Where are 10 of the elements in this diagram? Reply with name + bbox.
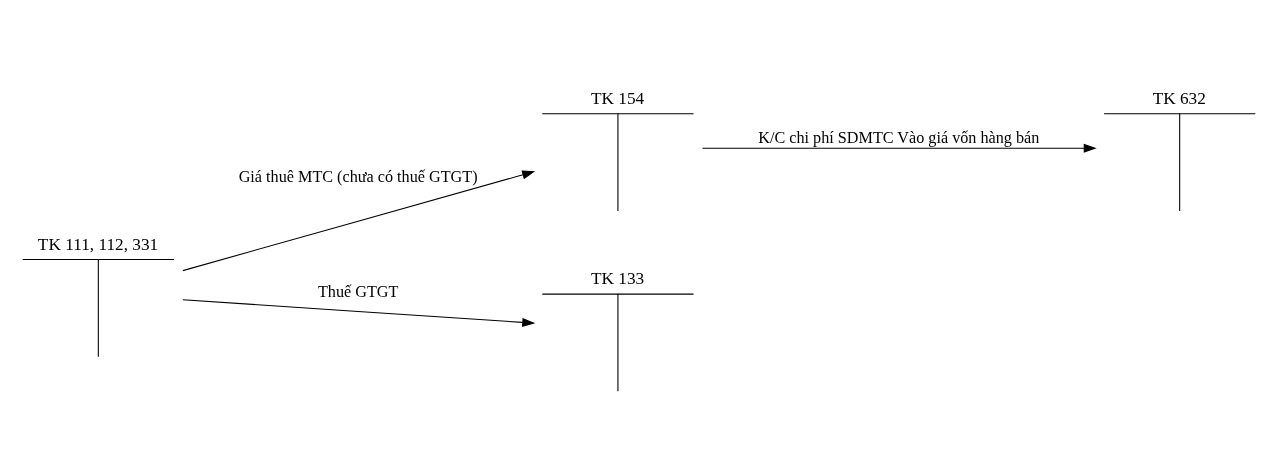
node-text: TK 111, 112, 331 <box>37 234 159 254</box>
arrow <box>182 298 536 327</box>
node-text: TK 154 <box>590 88 645 108</box>
edge-label: Thuế GTGT <box>317 282 399 301</box>
node-text: TK 632 <box>1152 88 1206 108</box>
edge-label: Giá thuê MTC (chưa có thuế GTGT) <box>238 167 478 186</box>
arrow <box>701 143 1097 153</box>
arrow <box>182 169 536 271</box>
node-text: TK 133 <box>590 268 645 288</box>
edge-label: K/C chi phí SDMTC Vào giá vốn hàng bán <box>758 128 1040 147</box>
